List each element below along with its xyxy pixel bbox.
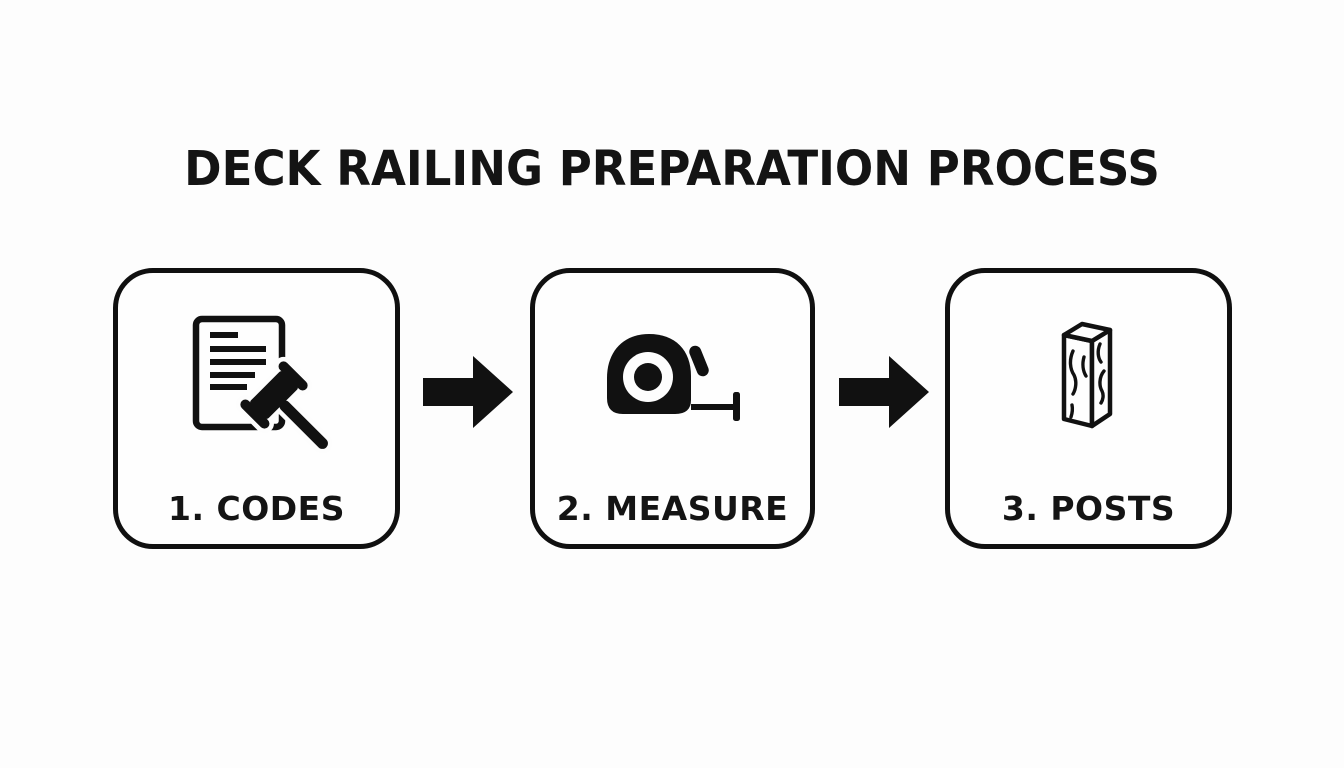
step-box-posts: 3. POSTS bbox=[945, 268, 1232, 549]
step-label-posts: 3. POSTS bbox=[1001, 489, 1176, 528]
right-arrow-icon bbox=[423, 356, 513, 428]
wood-post-icon bbox=[1061, 321, 1113, 429]
step-box-codes: 1. CODES bbox=[113, 268, 400, 549]
step-label-codes: 1. CODES bbox=[168, 489, 345, 528]
document-gavel-icon bbox=[192, 315, 342, 479]
right-arrow-icon bbox=[839, 356, 929, 428]
step-box-measure: 2. MEASURE bbox=[530, 268, 815, 549]
page-title: DECK RAILING PREPARATION PROCESS bbox=[184, 141, 1160, 197]
step-label-measure: 2. MEASURE bbox=[556, 489, 789, 528]
tape-measure-icon bbox=[607, 334, 740, 421]
